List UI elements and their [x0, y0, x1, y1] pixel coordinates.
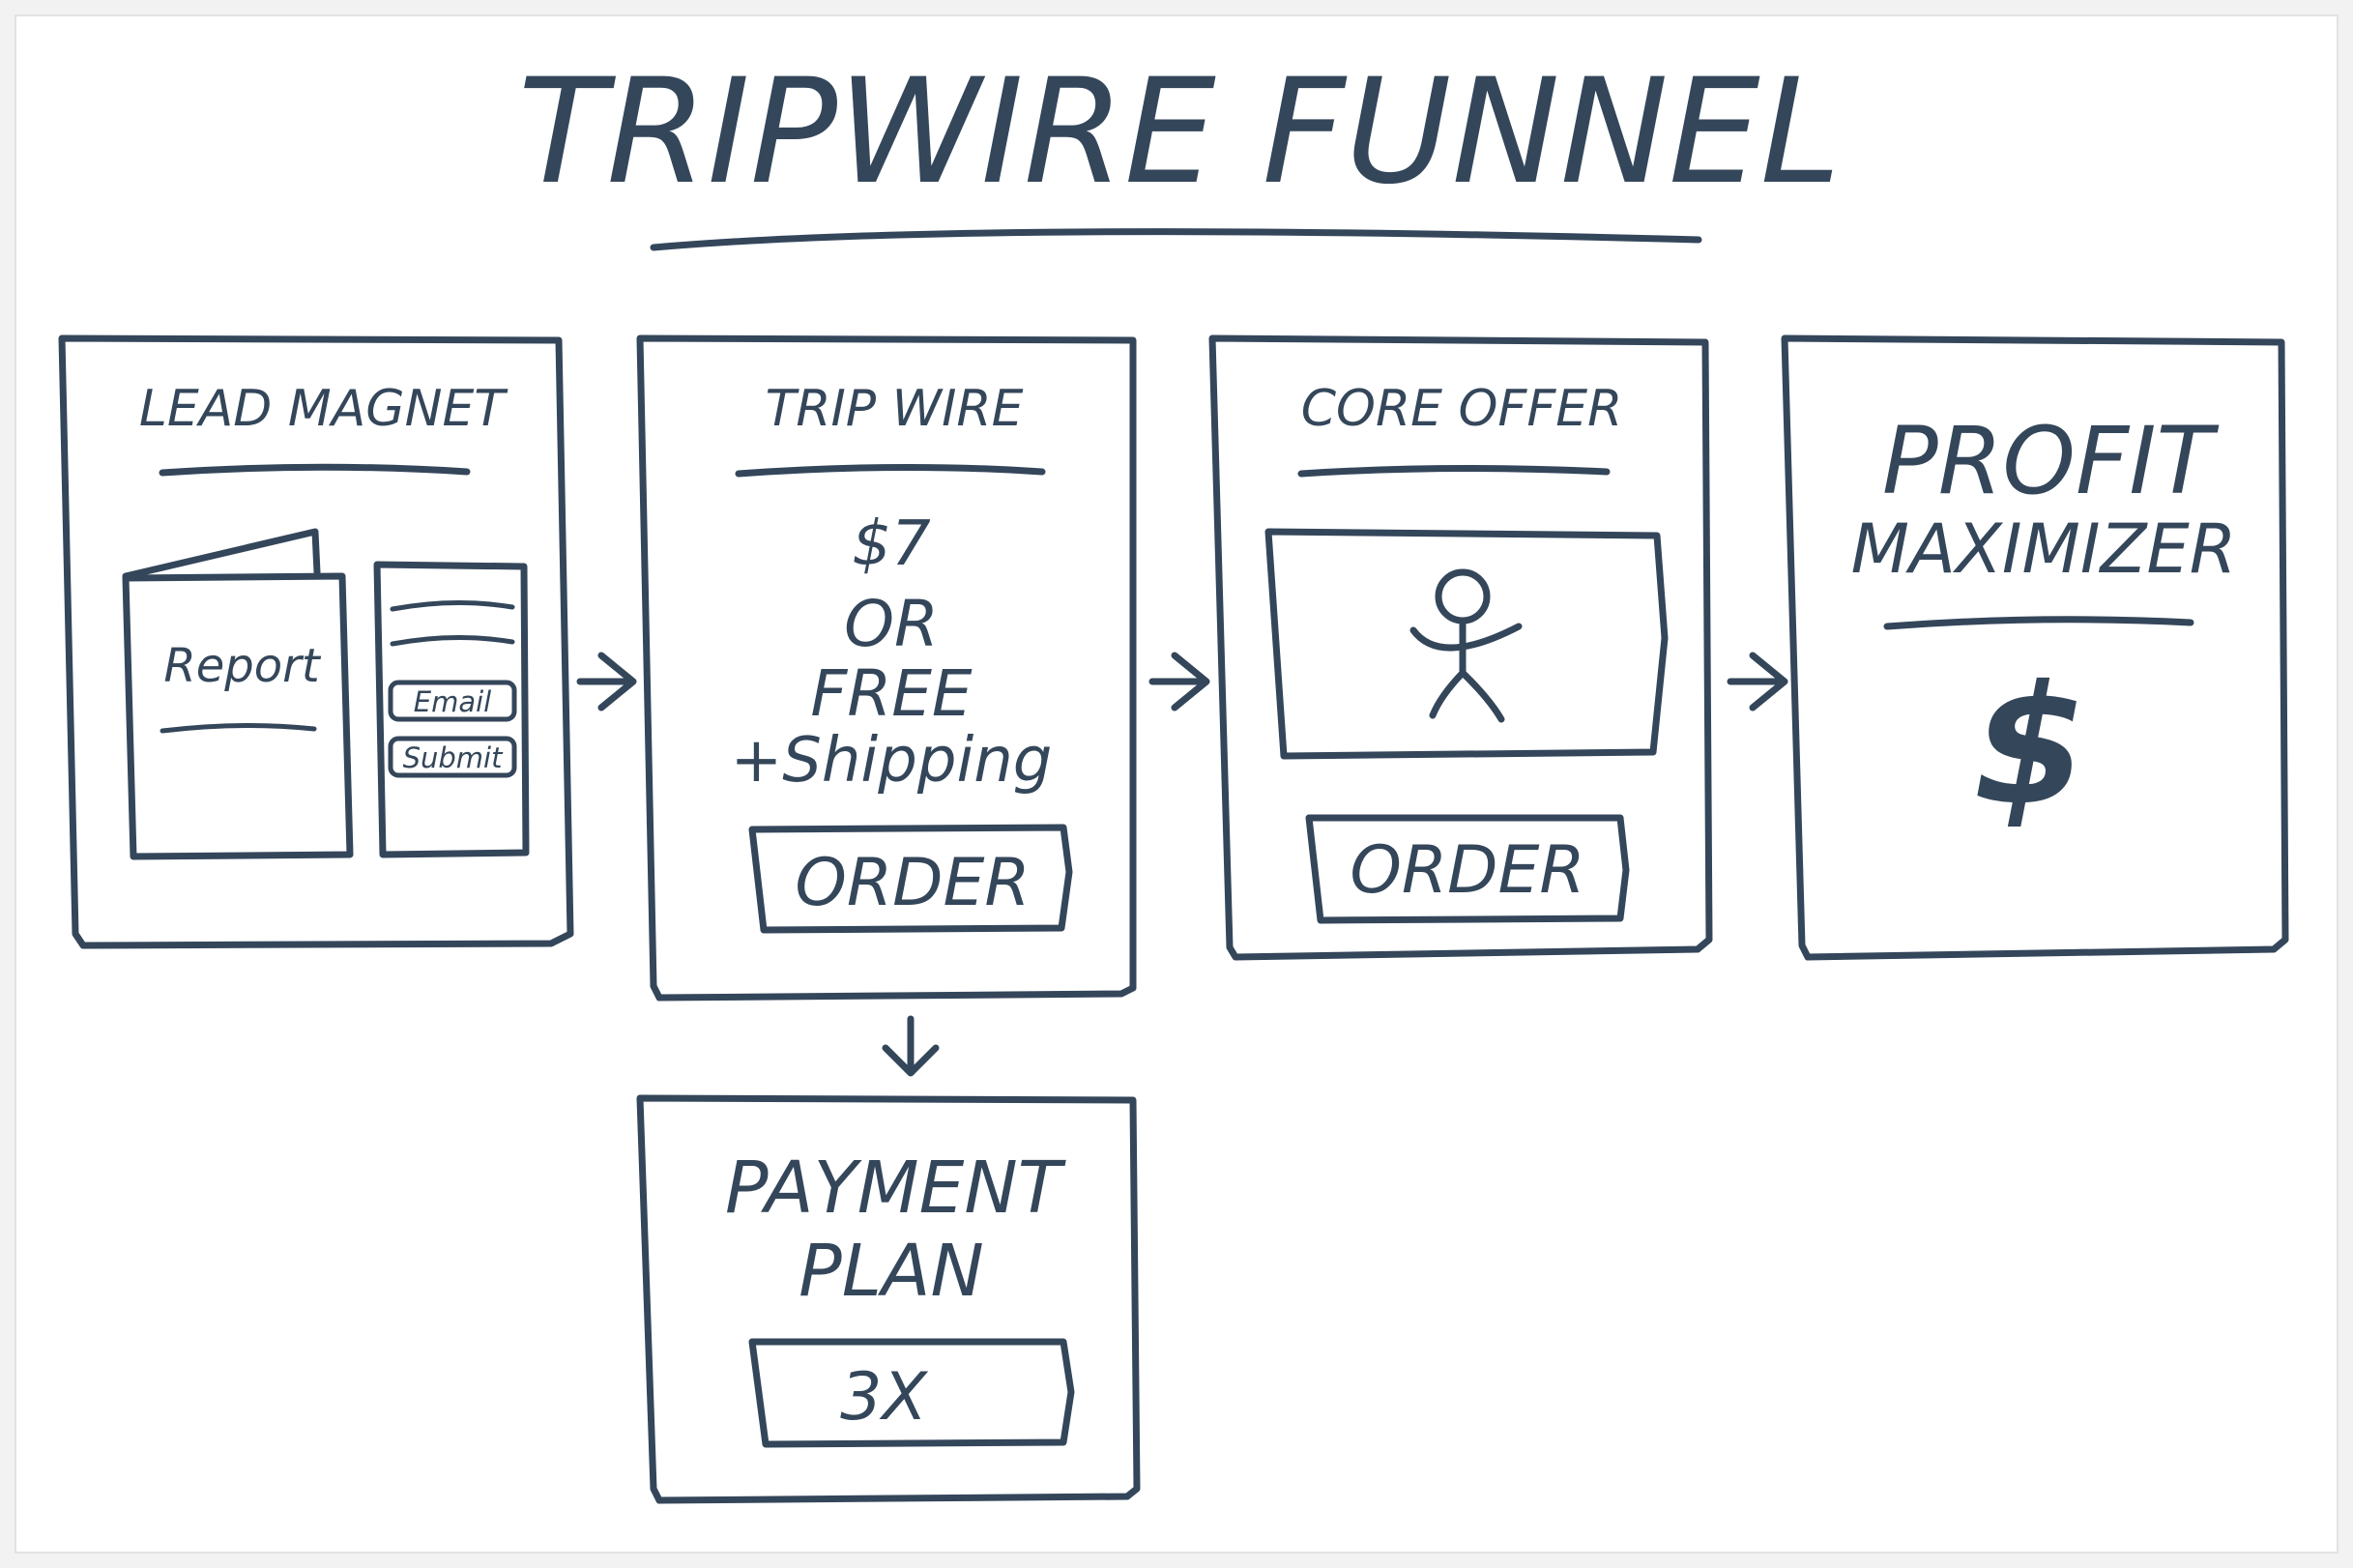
lead-magnet-box [58, 334, 574, 949]
trip-wire-order-label: ORDER [795, 845, 1030, 921]
arrow-lead-to-tripwire [576, 652, 637, 711]
submit-button[interactable] [388, 736, 517, 778]
dollar-sign-icon: $ [1973, 651, 2087, 842]
payment-plan-3x-label: 3X [840, 1359, 928, 1436]
profit-maximizer-underline [1883, 616, 2194, 630]
trip-wire-order-button[interactable] [748, 824, 1073, 934]
trip-wire-free: FREE [810, 656, 973, 731]
core-offer-order-label: ORDER [1350, 832, 1584, 909]
submit-button-label: Submit [403, 741, 505, 774]
form-text-line-2 [390, 634, 515, 647]
profit-maximizer-box [1781, 334, 2289, 961]
trip-wire-or: OR [844, 587, 939, 661]
payment-plan-3x-button[interactable] [748, 1338, 1075, 1448]
trip-wire-shipping: +Shipping [731, 725, 1053, 797]
arrow-tripwire-to-core [1148, 652, 1210, 711]
core-offer-underline [1297, 464, 1611, 478]
core-offer-heading: CORE OFFER [1301, 380, 1623, 438]
form-text-line-1 [390, 599, 515, 612]
core-offer-order-button[interactable] [1305, 814, 1630, 924]
lead-magnet-heading: LEAD MAGNET [139, 380, 508, 438]
report-label: Report [163, 639, 321, 693]
profit-maximizer-heading-line2: MAXIMIZER [1851, 509, 2237, 589]
report-text-line [160, 722, 317, 734]
email-field[interactable] [388, 680, 517, 722]
diagram-title: TRIPWIRE FUNNEL [518, 48, 1842, 217]
report-booklet [122, 572, 354, 860]
trip-wire-heading: TRIP WIRE [766, 380, 1024, 438]
trip-wire-box [636, 334, 1137, 1002]
paper-card [15, 15, 2338, 1553]
core-offer-box [1208, 334, 1713, 961]
opt-in-form-panel [373, 561, 530, 858]
trip-wire-underline [735, 463, 1046, 478]
arrow-tripwire-to-payment [882, 1015, 940, 1077]
arrow-core-to-profit [1727, 652, 1788, 711]
stick-figure-icon [1409, 568, 1523, 723]
payment-plan-heading-line2: PLAN [799, 1230, 984, 1313]
email-field-label: Email [414, 685, 491, 718]
payment-plan-heading-line1: PAYMENT [725, 1147, 1067, 1230]
lead-magnet-underline [159, 463, 471, 477]
title-underline [650, 228, 1702, 251]
profit-maximizer-heading-line1: PROFIT [1882, 407, 2220, 515]
trip-wire-price: $7 [852, 508, 931, 580]
report-booklet-back-cover [122, 528, 321, 580]
payment-plan-box [636, 1094, 1141, 1504]
video-frame [1264, 528, 1669, 760]
